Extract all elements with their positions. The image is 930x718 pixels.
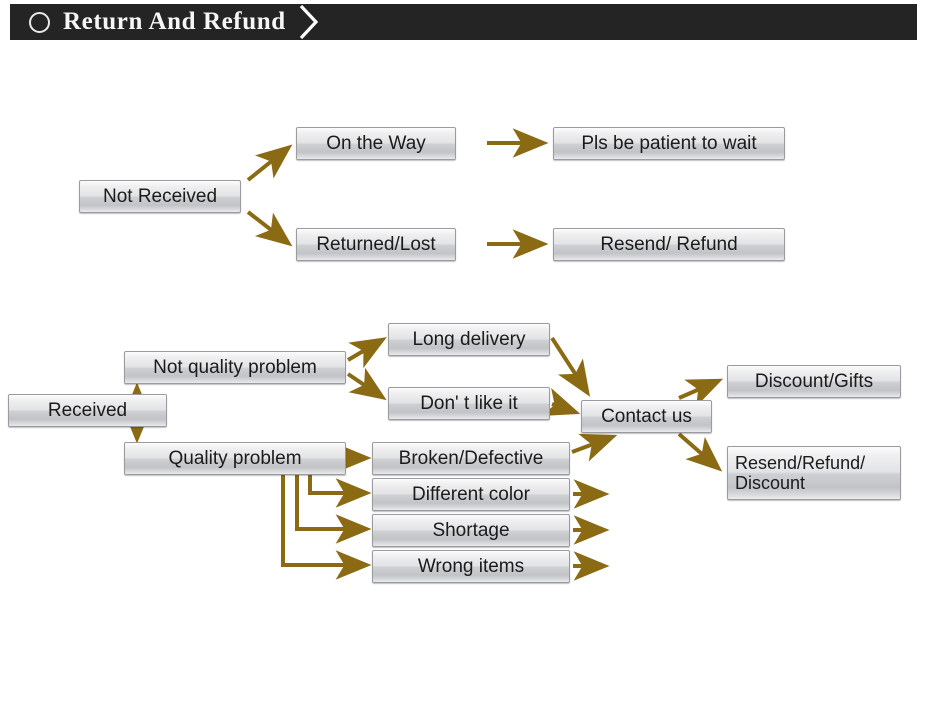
node-broken-defective[interactable]: Broken/Defective xyxy=(372,442,570,475)
edge-not-quality-long-delivery xyxy=(346,337,387,369)
edge-not-received-on-the-way xyxy=(246,144,293,182)
node-different-color[interactable]: Different color xyxy=(372,478,570,511)
page-title: Return And Refund xyxy=(63,8,286,35)
edge-dont-like-it-contact-us xyxy=(541,388,581,416)
node-not-quality-problem[interactable]: Not quality problem xyxy=(124,351,346,384)
node-discount-gifts[interactable]: Discount/Gifts xyxy=(727,365,901,398)
header-banner: Return And Refund xyxy=(10,4,917,40)
edge-quality-shortage xyxy=(295,475,372,544)
edge-not-received-returned-lost xyxy=(246,210,293,247)
node-not-received[interactable]: Not Received xyxy=(79,180,241,213)
edge-quality-different-color xyxy=(308,475,372,508)
edge-quality-wrong-items xyxy=(281,475,372,580)
node-received[interactable]: Received xyxy=(8,394,167,427)
node-shortage[interactable]: Shortage xyxy=(372,514,570,547)
edge-not-quality-dont-like-it xyxy=(346,367,387,401)
node-contact-us[interactable]: Contact us xyxy=(581,400,712,433)
node-dont-like-it[interactable]: Don' t like it xyxy=(388,387,550,420)
edge-contact-us-discount-gifts xyxy=(678,378,724,407)
node-wrong-items[interactable]: Wrong items xyxy=(372,550,570,583)
edge-long-delivery-contact-us xyxy=(550,336,591,397)
circle-outline-icon xyxy=(29,11,50,33)
node-long-delivery[interactable]: Long delivery xyxy=(388,323,550,356)
node-resend-refund-discount[interactable]: Resend/Refund/ Discount xyxy=(727,446,901,500)
edge-broken-defective-contact-us xyxy=(571,433,618,462)
node-on-the-way[interactable]: On the Way xyxy=(296,127,456,160)
node-resend-refund[interactable]: Resend/ Refund xyxy=(553,228,785,261)
edge-contact-us-resend-refund-discount xyxy=(677,432,723,472)
chevron-right-icon xyxy=(299,4,318,40)
node-quality-problem[interactable]: Quality problem xyxy=(124,442,346,475)
node-pls-be-patient-to-wait[interactable]: Pls be patient to wait xyxy=(553,127,785,160)
node-returned-lost[interactable]: Returned/Lost xyxy=(296,228,456,261)
